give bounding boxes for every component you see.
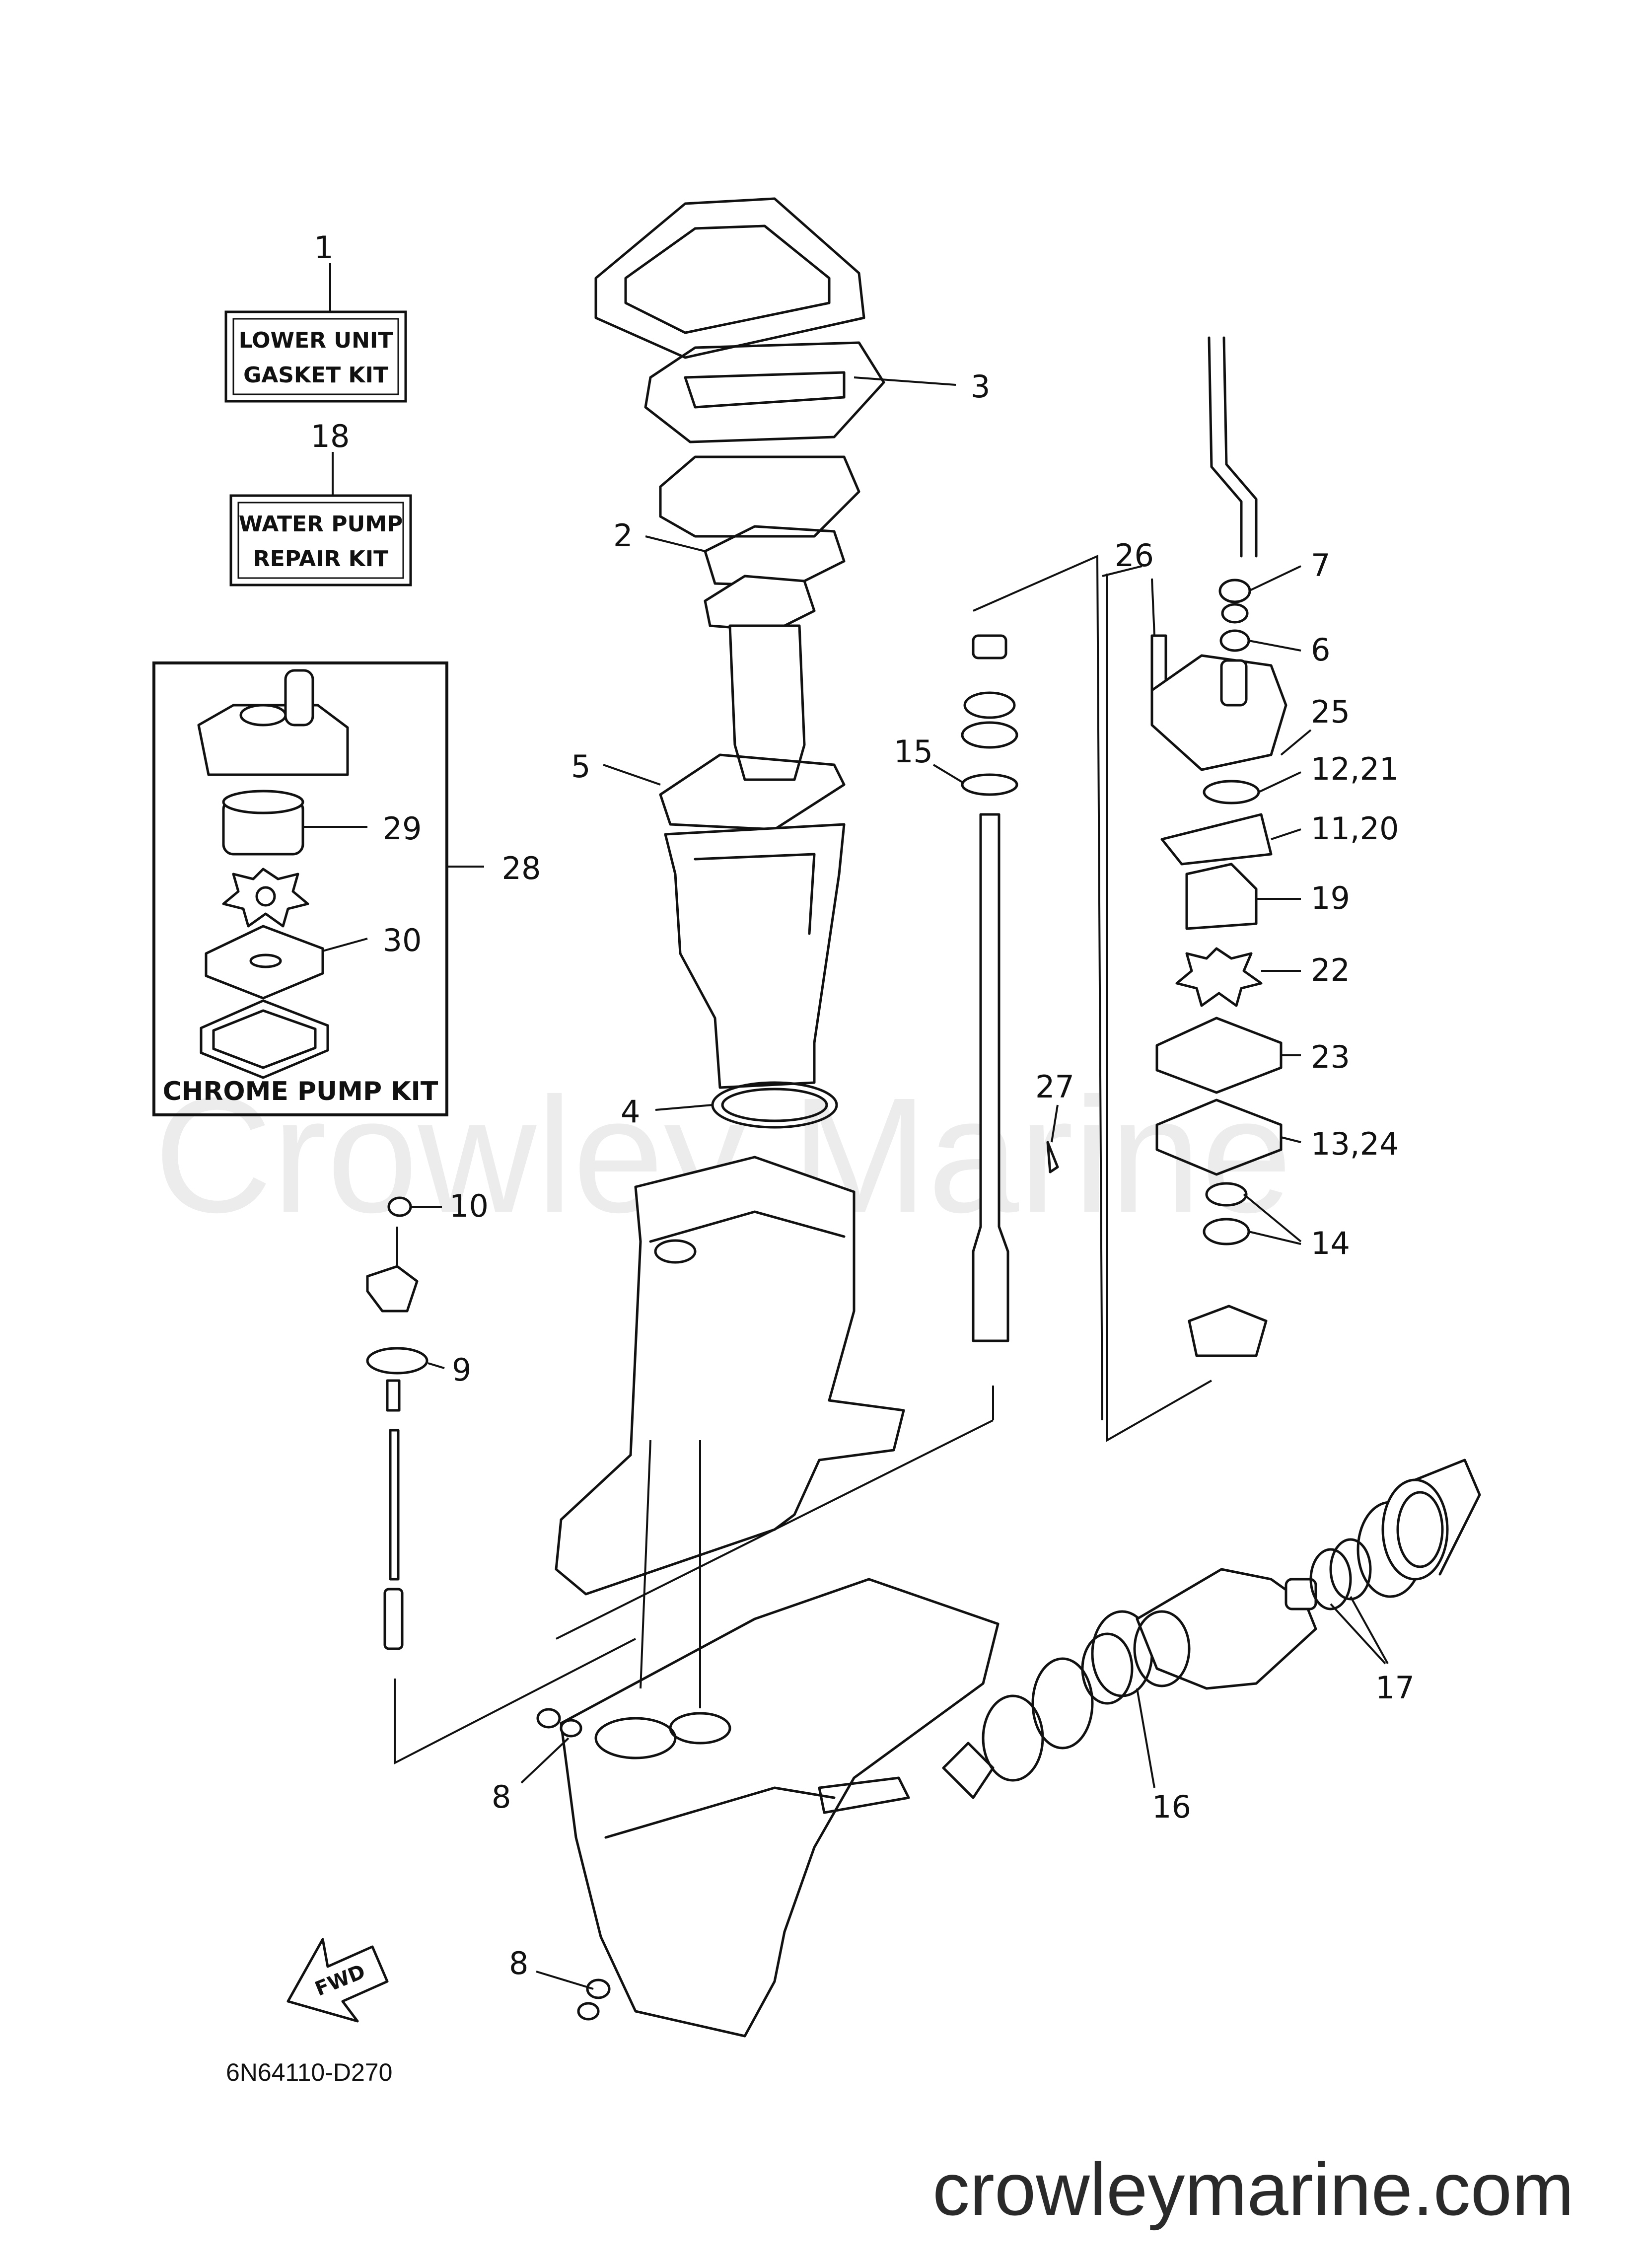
callout-6: 6	[1311, 632, 1330, 668]
driveshaft	[961, 634, 1059, 1342]
pump-cartridge-drawing	[222, 790, 304, 856]
forward-direction-arrow: FWD	[286, 1938, 389, 2023]
callout-3: 3	[971, 368, 990, 405]
kit-label-line1: LOWER UNIT	[239, 328, 393, 353]
chrome-pump-kit: 28 CHROME PUMP KIT 29 30	[152, 661, 541, 1116]
gear-case	[560, 1578, 999, 2038]
water-pump-assembly	[1150, 336, 1287, 1357]
callout-30: 30	[383, 922, 422, 958]
callout-15: 15	[894, 733, 933, 770]
callout-19: 19	[1311, 880, 1350, 916]
callout-28: 28	[502, 850, 541, 886]
callout-22: 22	[1311, 952, 1350, 988]
callout-5: 5	[571, 748, 590, 785]
chrome-pump-kit-label: CHROME PUMP KIT	[163, 1077, 438, 1106]
callout-10: 10	[449, 1188, 489, 1224]
impeller-drawing	[222, 868, 309, 928]
footer-watermark: crowleymarine.com	[932, 2147, 1574, 2231]
callout-29: 29	[383, 810, 422, 847]
callout-12-21: 12,21	[1311, 751, 1399, 787]
callout-11-20: 11,20	[1311, 810, 1399, 847]
lower-unit-gasket-kit: 1 LOWER UNIT GASKET KIT	[224, 229, 407, 403]
drain-screw-lower	[577, 1978, 611, 2021]
pump-housing-drawing	[197, 669, 349, 776]
drawing-number: 6N64110-D270	[226, 2058, 392, 2086]
callout-17: 17	[1375, 1670, 1415, 1706]
drain-screw-upper	[536, 1708, 582, 1738]
kit-label-line1: WATER PUMP	[239, 512, 403, 537]
callout-16: 16	[1152, 1789, 1191, 1825]
callout-27: 27	[1035, 1069, 1074, 1105]
callout-8-upper: 8	[492, 1779, 511, 1815]
water-pump-repair-kit: 18 WATER PUMP REPAIR KIT	[229, 418, 412, 586]
callout-14: 14	[1311, 1225, 1350, 1261]
callout-8-lower: 8	[509, 1945, 528, 1981]
pump-gasket-drawing	[200, 999, 329, 1079]
callout-9: 9	[452, 1352, 471, 1388]
callout-2: 2	[613, 517, 633, 554]
callout-23: 23	[1311, 1039, 1350, 1075]
kit-number-1: 1	[314, 229, 333, 266]
outer-plate-drawing	[205, 925, 324, 1000]
callout-26: 26	[1115, 537, 1154, 574]
callout-4: 4	[621, 1094, 640, 1130]
callout-13-24: 13,24	[1311, 1126, 1399, 1162]
kit-label-line2: REPAIR KIT	[253, 546, 388, 572]
callout-7: 7	[1311, 547, 1330, 584]
shift-rod-assembly	[366, 1196, 428, 1650]
callout-25: 25	[1311, 694, 1350, 730]
upper-casing-assembly	[555, 197, 905, 1596]
kit-label-line2: GASKET KIT	[243, 363, 388, 388]
propeller-shaft-assembly	[818, 1459, 1481, 1814]
kit-number-18: 18	[311, 418, 350, 454]
